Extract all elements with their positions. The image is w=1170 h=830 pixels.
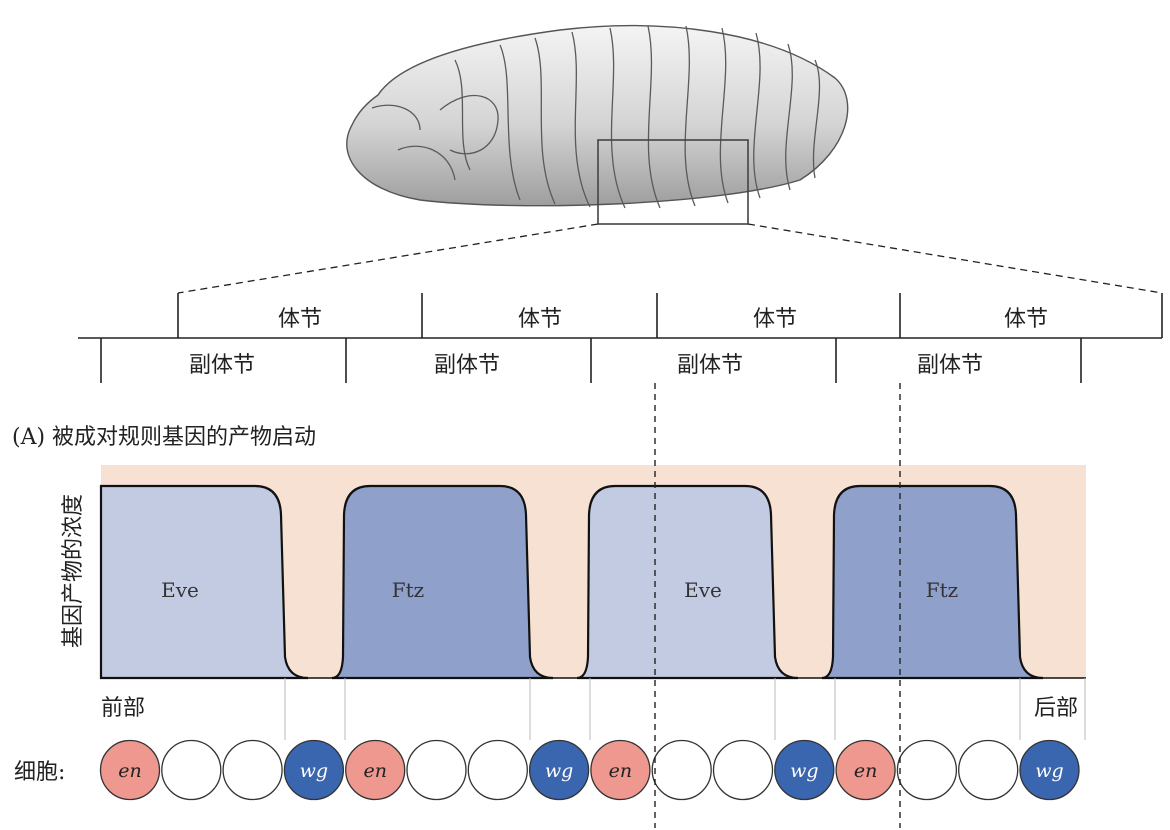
cell-circle (528, 739, 590, 801)
cell-label-en: en (854, 760, 877, 782)
parasegment-label: 副体节 (189, 353, 255, 378)
cell-en: en (99, 739, 161, 801)
segment-label: 体节 (1004, 307, 1048, 332)
cell-wg: wg (283, 739, 345, 801)
parasegment-label: 副体节 (677, 353, 743, 378)
cell-wg: wg (774, 739, 835, 801)
ftz-stripe (821, 484, 1044, 680)
segment-ruler (78, 293, 1163, 383)
cell (712, 739, 774, 801)
cell (222, 739, 283, 801)
cell-en: en (590, 739, 651, 801)
embryo-illustration (346, 24, 849, 225)
cell-circle (774, 739, 835, 801)
cells-label: 细胞: (14, 760, 65, 785)
ftz-stripe (331, 484, 554, 680)
cell-label-wg: wg (790, 760, 818, 782)
embryo-body (346, 24, 849, 207)
cell-circle (161, 739, 222, 801)
cell (651, 739, 712, 801)
cell-label-en: en (118, 760, 141, 782)
cell-circle (406, 739, 467, 801)
parasegment-labels: 副体节 副体节 副体节 副体节 (189, 353, 983, 378)
cell-circle (896, 739, 958, 801)
cell-en: en (835, 739, 896, 801)
parasegment-label: 副体节 (434, 353, 500, 378)
cell-circle (590, 739, 651, 801)
segment-label: 体节 (278, 307, 322, 332)
cell-circle (651, 739, 712, 801)
embryo-segment-grooves (371, 25, 821, 209)
gene-label-eve: Eve (684, 578, 722, 602)
cell-label-wg: wg (1035, 760, 1063, 782)
cell (161, 739, 222, 801)
cell (958, 739, 1019, 801)
cell-circle (835, 739, 896, 801)
cell-circle (958, 739, 1019, 801)
segment-label: 体节 (518, 307, 562, 332)
eve-stripe (99, 484, 309, 680)
segment-label: 体节 (753, 307, 797, 332)
cell-en: en (345, 739, 406, 801)
posterior-label: 后部 (1034, 696, 1078, 721)
cell-row: en wg en wg en wg en wg (99, 739, 1080, 801)
cell-circle (283, 739, 345, 801)
gene-label-eve: Eve (161, 578, 199, 602)
gene-label-ftz: Ftz (926, 578, 958, 602)
magnified-region-box (597, 139, 749, 225)
y-axis-label: 基因产物的浓度 (61, 494, 86, 648)
cell (406, 739, 467, 801)
cell (896, 739, 958, 801)
alignment-dashed-lines (654, 383, 901, 828)
cell-label-wg: wg (545, 760, 573, 782)
cell-circle (222, 739, 283, 801)
cell-label-en: en (609, 760, 632, 782)
cell-wg: wg (1019, 739, 1080, 801)
cell-boundary-lines (284, 678, 1086, 740)
anterior-label: 前部 (101, 696, 145, 721)
concentration-plot: Eve Ftz Eve Ftz (99, 465, 1086, 680)
panel-title: (A) 被成对规则基因的产物启动 (12, 425, 316, 450)
cell (467, 739, 528, 801)
parasegment-label: 副体节 (917, 353, 983, 378)
cell-circle (99, 739, 161, 801)
cell-label-en: en (363, 760, 386, 782)
segment-labels: 体节 体节 体节 体节 (278, 307, 1048, 332)
cell-circle (712, 739, 774, 801)
cell-circle (345, 739, 406, 801)
eve-stripe (576, 484, 799, 680)
cell-circle (1019, 739, 1080, 801)
cell-circle (467, 739, 528, 801)
zoom-guide-lines (177, 223, 1163, 294)
cell-wg: wg (528, 739, 590, 801)
gene-label-ftz: Ftz (392, 578, 424, 602)
cell-label-wg: wg (300, 760, 328, 782)
